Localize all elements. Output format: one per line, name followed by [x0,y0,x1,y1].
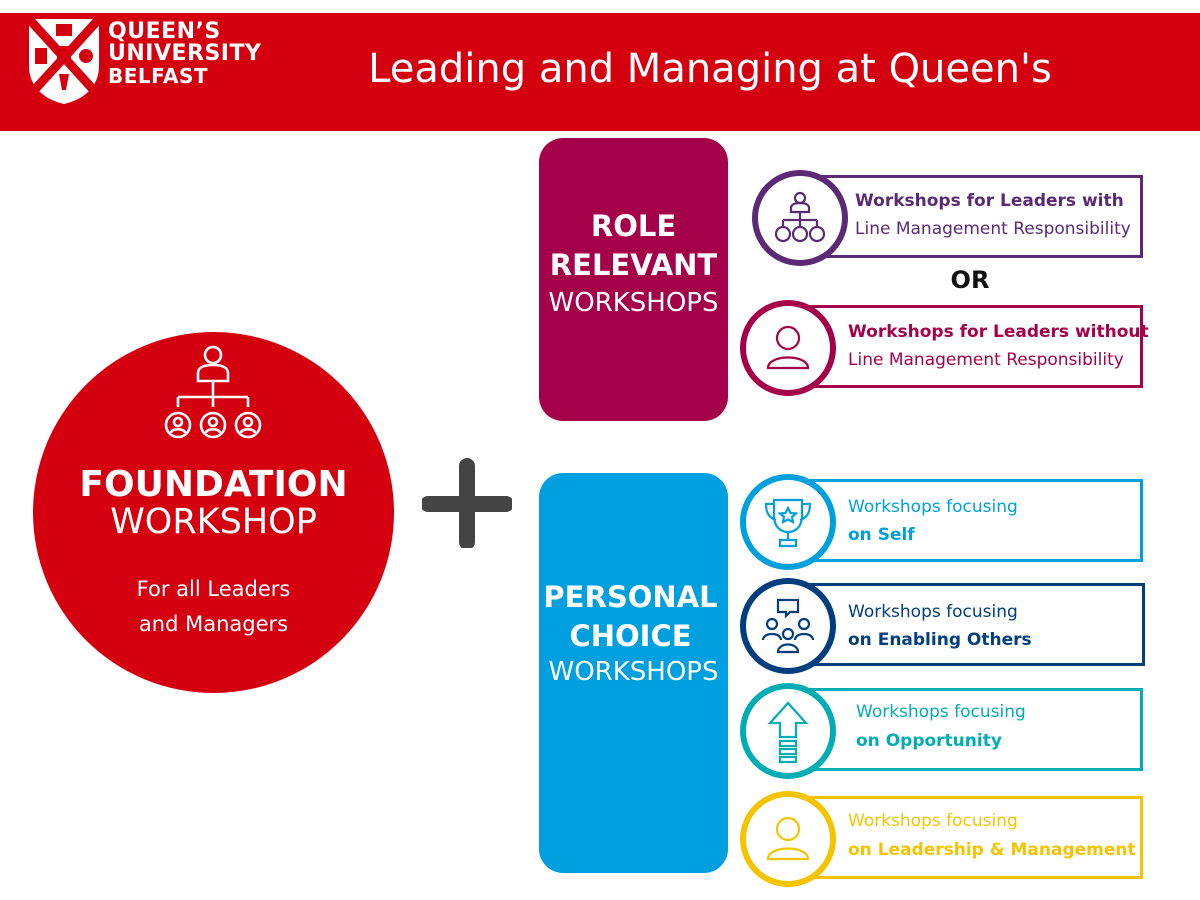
person-icon [766,816,810,861]
card-leaders-without-line-1: Workshops for Leaders without [848,322,1149,342]
card-focus-enabling-others-line-1: Workshops focusing [848,602,1018,622]
personal-choice-line-1: PERSONAL [543,580,718,614]
card-focus-leadership-management-line-1: Workshops focusing [848,811,1018,831]
card-focus-enabling-others-line-2: on Enabling Others [848,630,1032,650]
role-relevant-line-3: WORKSHOPS [548,288,719,318]
plus-icon [422,458,512,548]
role-relevant-line-2: RELEVANT [549,248,718,282]
card-focus-leadership-management-line-2: on Leadership & Management [848,840,1136,860]
personal-choice-line-2: CHOICE [569,619,692,653]
badge-focus-leadership-management [740,791,836,887]
foundation-subtitle: For all Leaders and Managers [90,572,337,642]
logo-line-1: QUEEN’S [108,19,221,44]
foundation-title-regular: WORKSHOP [110,502,317,542]
card-leaders-with-line-management [795,175,1143,258]
university-crest-icon [26,16,102,104]
badge-focus-enabling-others [740,578,836,674]
team-hierarchy-icon [774,191,826,243]
header-bar [0,13,1200,131]
or-separator: OR [950,266,990,294]
badge-focus-opportunity [740,683,836,779]
card-focus-self-line-2: on Self [848,525,915,545]
card-leaders-with-line-2: Line Management Responsibility [855,219,1131,239]
foundation-title-bold: FOUNDATION [79,464,348,505]
page-title: Leading and Managing at Queen's [368,46,1052,92]
foundation-subtitle-line-1: For all Leaders [136,577,291,601]
card-focus-opportunity-line-2: on Opportunity [856,731,1002,751]
card-focus-opportunity [787,688,1143,771]
up-arrow-icon [767,701,809,764]
card-focus-opportunity-line-1: Workshops focusing [856,702,1026,722]
person-icon [766,325,810,370]
role-relevant-line-1: ROLE [590,209,677,243]
logo-line-2: UNIVERSITY [108,41,262,66]
trophy-icon [764,498,812,548]
group-discussion-icon [761,598,815,654]
card-leaders-without-line-2: Line Management Responsibility [848,350,1124,370]
personal-choice-box [539,473,728,873]
badge-leaders-without-line-management [740,300,836,396]
card-leaders-with-line-1: Workshops for Leaders with [855,191,1124,211]
card-focus-self-line-1: Workshops focusing [848,497,1018,517]
foundation-subtitle-line-2: and Managers [138,612,289,636]
badge-leaders-with-line-management [752,170,848,266]
team-hierarchy-icon [164,345,262,439]
role-relevant-box [539,138,728,421]
card-leaders-without-line-management [787,305,1143,388]
badge-focus-self [740,474,836,570]
card-focus-enabling-others [787,583,1145,666]
logo-line-3: BELFAST [108,64,209,88]
personal-choice-line-3: WORKSHOPS [548,657,719,687]
university-logo-text: QUEEN’S UNIVERSITY BELFAST [108,19,262,88]
card-focus-leadership-management [787,796,1143,879]
